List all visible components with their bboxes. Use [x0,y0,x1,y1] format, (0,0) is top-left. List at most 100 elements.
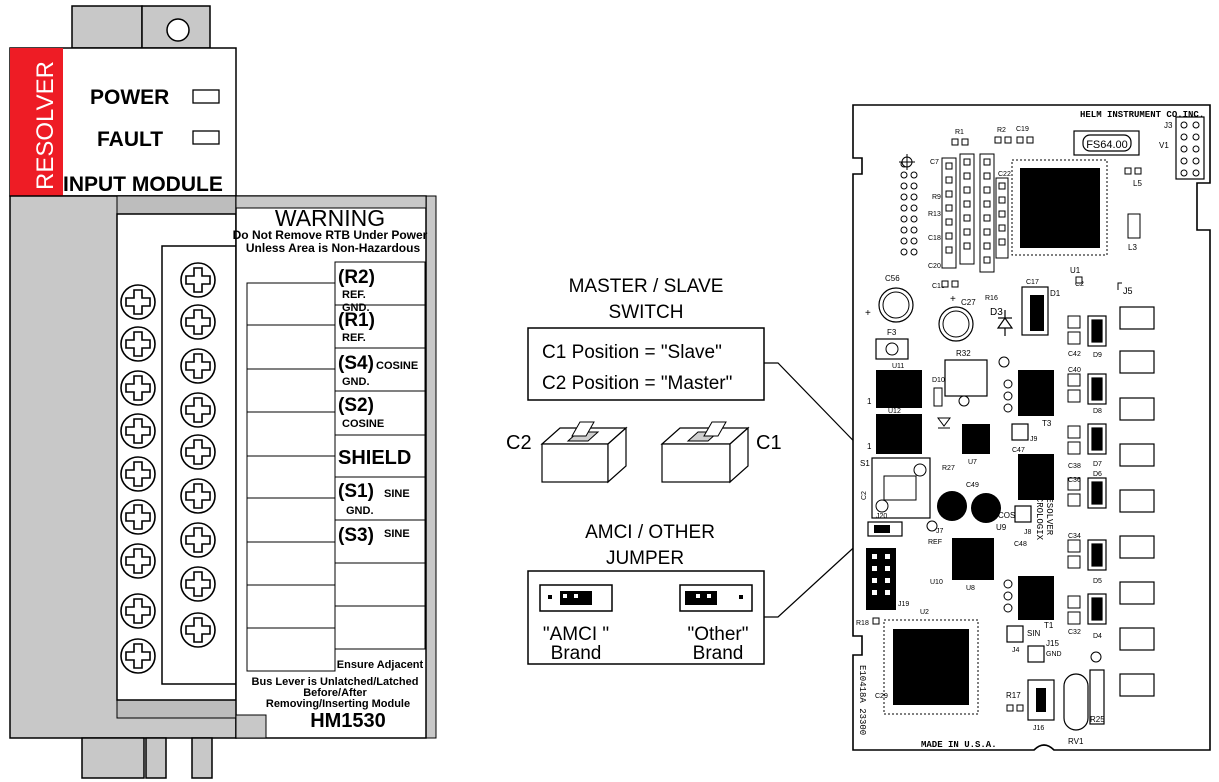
c2-switch-drawing [540,421,628,484]
terminal-cell [246,497,336,543]
module-bezel [116,195,237,215]
c19-label: C19 [1016,126,1029,133]
c1-position-text: C1 Position = "Slave" [542,342,722,363]
trimmer [958,395,970,407]
s1-slider [883,475,917,501]
label-cell [334,519,426,564]
pad [961,138,969,146]
terminal-ref: REF. [342,289,366,301]
bottom-text-line2: Bus Lever is Unlatched/Latched [252,676,419,688]
fuse-label-box [1082,134,1132,152]
label-cell [334,304,426,349]
j8-pad [1014,505,1032,523]
c40-label: C40 [1068,367,1081,374]
label-cell [334,476,426,521]
d3-label: D3 [990,307,1003,318]
rv1-part [1063,673,1089,731]
terminal-cosine: COSINE [376,360,418,372]
terminal-cell [246,584,336,629]
model-number: HM1530 [310,710,386,732]
d3-diode [996,310,1014,336]
c38-label: C38 [1068,463,1081,470]
r9-label: R9 [932,194,941,201]
d7-label: D7 [1093,461,1102,468]
plus-sign: + [865,308,871,319]
d9-label: D9 [1093,352,1102,359]
label-cell [334,261,426,306]
one-marker: 1 [867,442,872,451]
terminal-gnd: GND. [346,505,374,517]
screw-right [180,612,216,648]
d10-label: D10 [932,377,945,384]
pad [1075,276,1083,284]
d8-label: D8 [1093,408,1102,415]
screw-left [120,370,156,406]
c36-label: C36 [1068,477,1081,484]
warning-line1: Do Not Remove RTB Under Power [233,228,428,242]
u12-chip [876,414,922,454]
r2-label: R2 [997,127,1006,134]
pad [1016,704,1024,712]
d1-label: D1 [1050,289,1061,298]
u11-label: U11 [892,363,904,370]
brand-strip [10,48,63,196]
terminal-ref: REF. [342,332,366,344]
warning-line2: Unless Area is Non-Hazardous [246,241,421,255]
resolver-module: RESOLVER POWER FAULT INPUT MODULE [9,5,437,779]
screw-right [180,304,216,340]
j4-pad [1006,625,1024,643]
t3-pads [998,356,1013,413]
f3-pad [885,342,899,356]
label-cell [334,347,426,392]
r17-label: R17 [1006,691,1021,700]
screw-right [180,478,216,514]
pin-column [900,160,918,256]
t1-pads [1003,579,1013,613]
c2-label: C2 [1075,281,1084,288]
c2-label-b: C2 [861,491,868,500]
bottom-text-line4: Removing/Inserting Module [266,698,410,710]
terminal-cell [246,324,336,370]
bottom-text-line3: Before/After [303,687,367,699]
other-brand-line1: "Other" [687,624,748,645]
terminal-cell [246,368,336,413]
r27-label: R27 [942,465,955,472]
j20-label: J20 [876,513,887,520]
door-panel-edge [235,195,427,209]
terminal-cell [246,627,336,672]
pad [1134,167,1142,175]
u10-chip [952,538,994,580]
pad [1006,704,1014,712]
screw-left [120,326,156,362]
j16-label: J16 [1033,725,1044,732]
screw-left [120,543,156,579]
terminal-gnd: GND. [342,376,370,388]
terminal-s2: (S2) [338,395,374,416]
l5-label: L5 [1133,179,1142,188]
made-in-label: MADE IN U.S.A. [921,740,997,750]
ref-label: REF [928,539,942,546]
one-marker: 1 [867,397,872,406]
power-led [192,89,220,104]
r25-part [1089,669,1105,725]
j19-pins [872,554,890,595]
screw-right [180,522,216,558]
pad [1016,136,1024,144]
u7-chip [962,424,990,454]
bottom-connector [81,737,145,779]
j20-cap [874,525,890,533]
c32-label: C32 [1068,629,1081,636]
via [1090,651,1102,663]
c49-label: C49 [966,482,979,489]
u10-label: U10 [930,579,943,586]
label-cell [334,434,426,478]
amci-jumper-drawing [539,584,613,612]
s1-c1-mark [913,463,927,477]
j5-bracket [1117,282,1122,290]
label-cell [334,390,426,436]
j3-pins [1180,121,1200,177]
resistor-array [941,153,1009,273]
jumper-heading-line1: AMCI / OTHER [585,522,715,543]
c34-label: C34 [1068,533,1081,540]
